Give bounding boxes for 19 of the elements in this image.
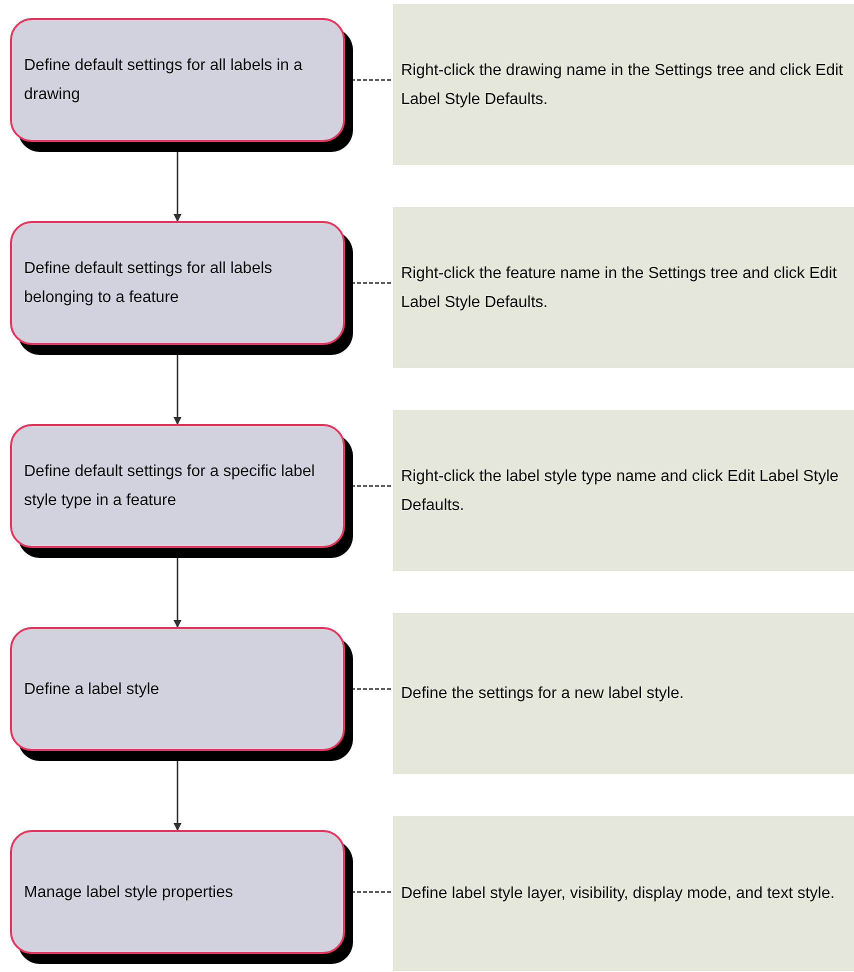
note-panel — [393, 410, 854, 571]
arrow — [174, 761, 182, 831]
step-text: Manage label style properties — [24, 882, 234, 902]
arrow — [174, 558, 182, 628]
note-panel — [393, 207, 854, 368]
note-text: Right-click the feature name in the Settings tree and click Edit Label Style Defaults. — [401, 264, 838, 312]
note-text: Define the settings for a new label style. — [401, 684, 684, 704]
note-text: Define label style layer, visibility, display mode, and text style. — [401, 884, 835, 904]
arrow — [174, 355, 182, 425]
step-text: Define a label style — [24, 680, 160, 700]
arrow — [174, 152, 182, 222]
step-text: Define default settings for all labels in a drawing — [24, 56, 304, 105]
note-text: Right-click the drawing name in the Settings tree and click Edit Label Style Defaults. — [401, 60, 844, 110]
step-text: Define default settings for all labels belonging to a feature — [24, 259, 274, 308]
note-panel — [393, 816, 854, 971]
note-text: Right-click the label style type name and click Edit Label Style Defaults. — [401, 466, 840, 516]
note-panel — [393, 4, 854, 165]
note-panel — [393, 613, 854, 774]
step-text: Define default settings for a specific label style type in a feature — [24, 462, 316, 511]
